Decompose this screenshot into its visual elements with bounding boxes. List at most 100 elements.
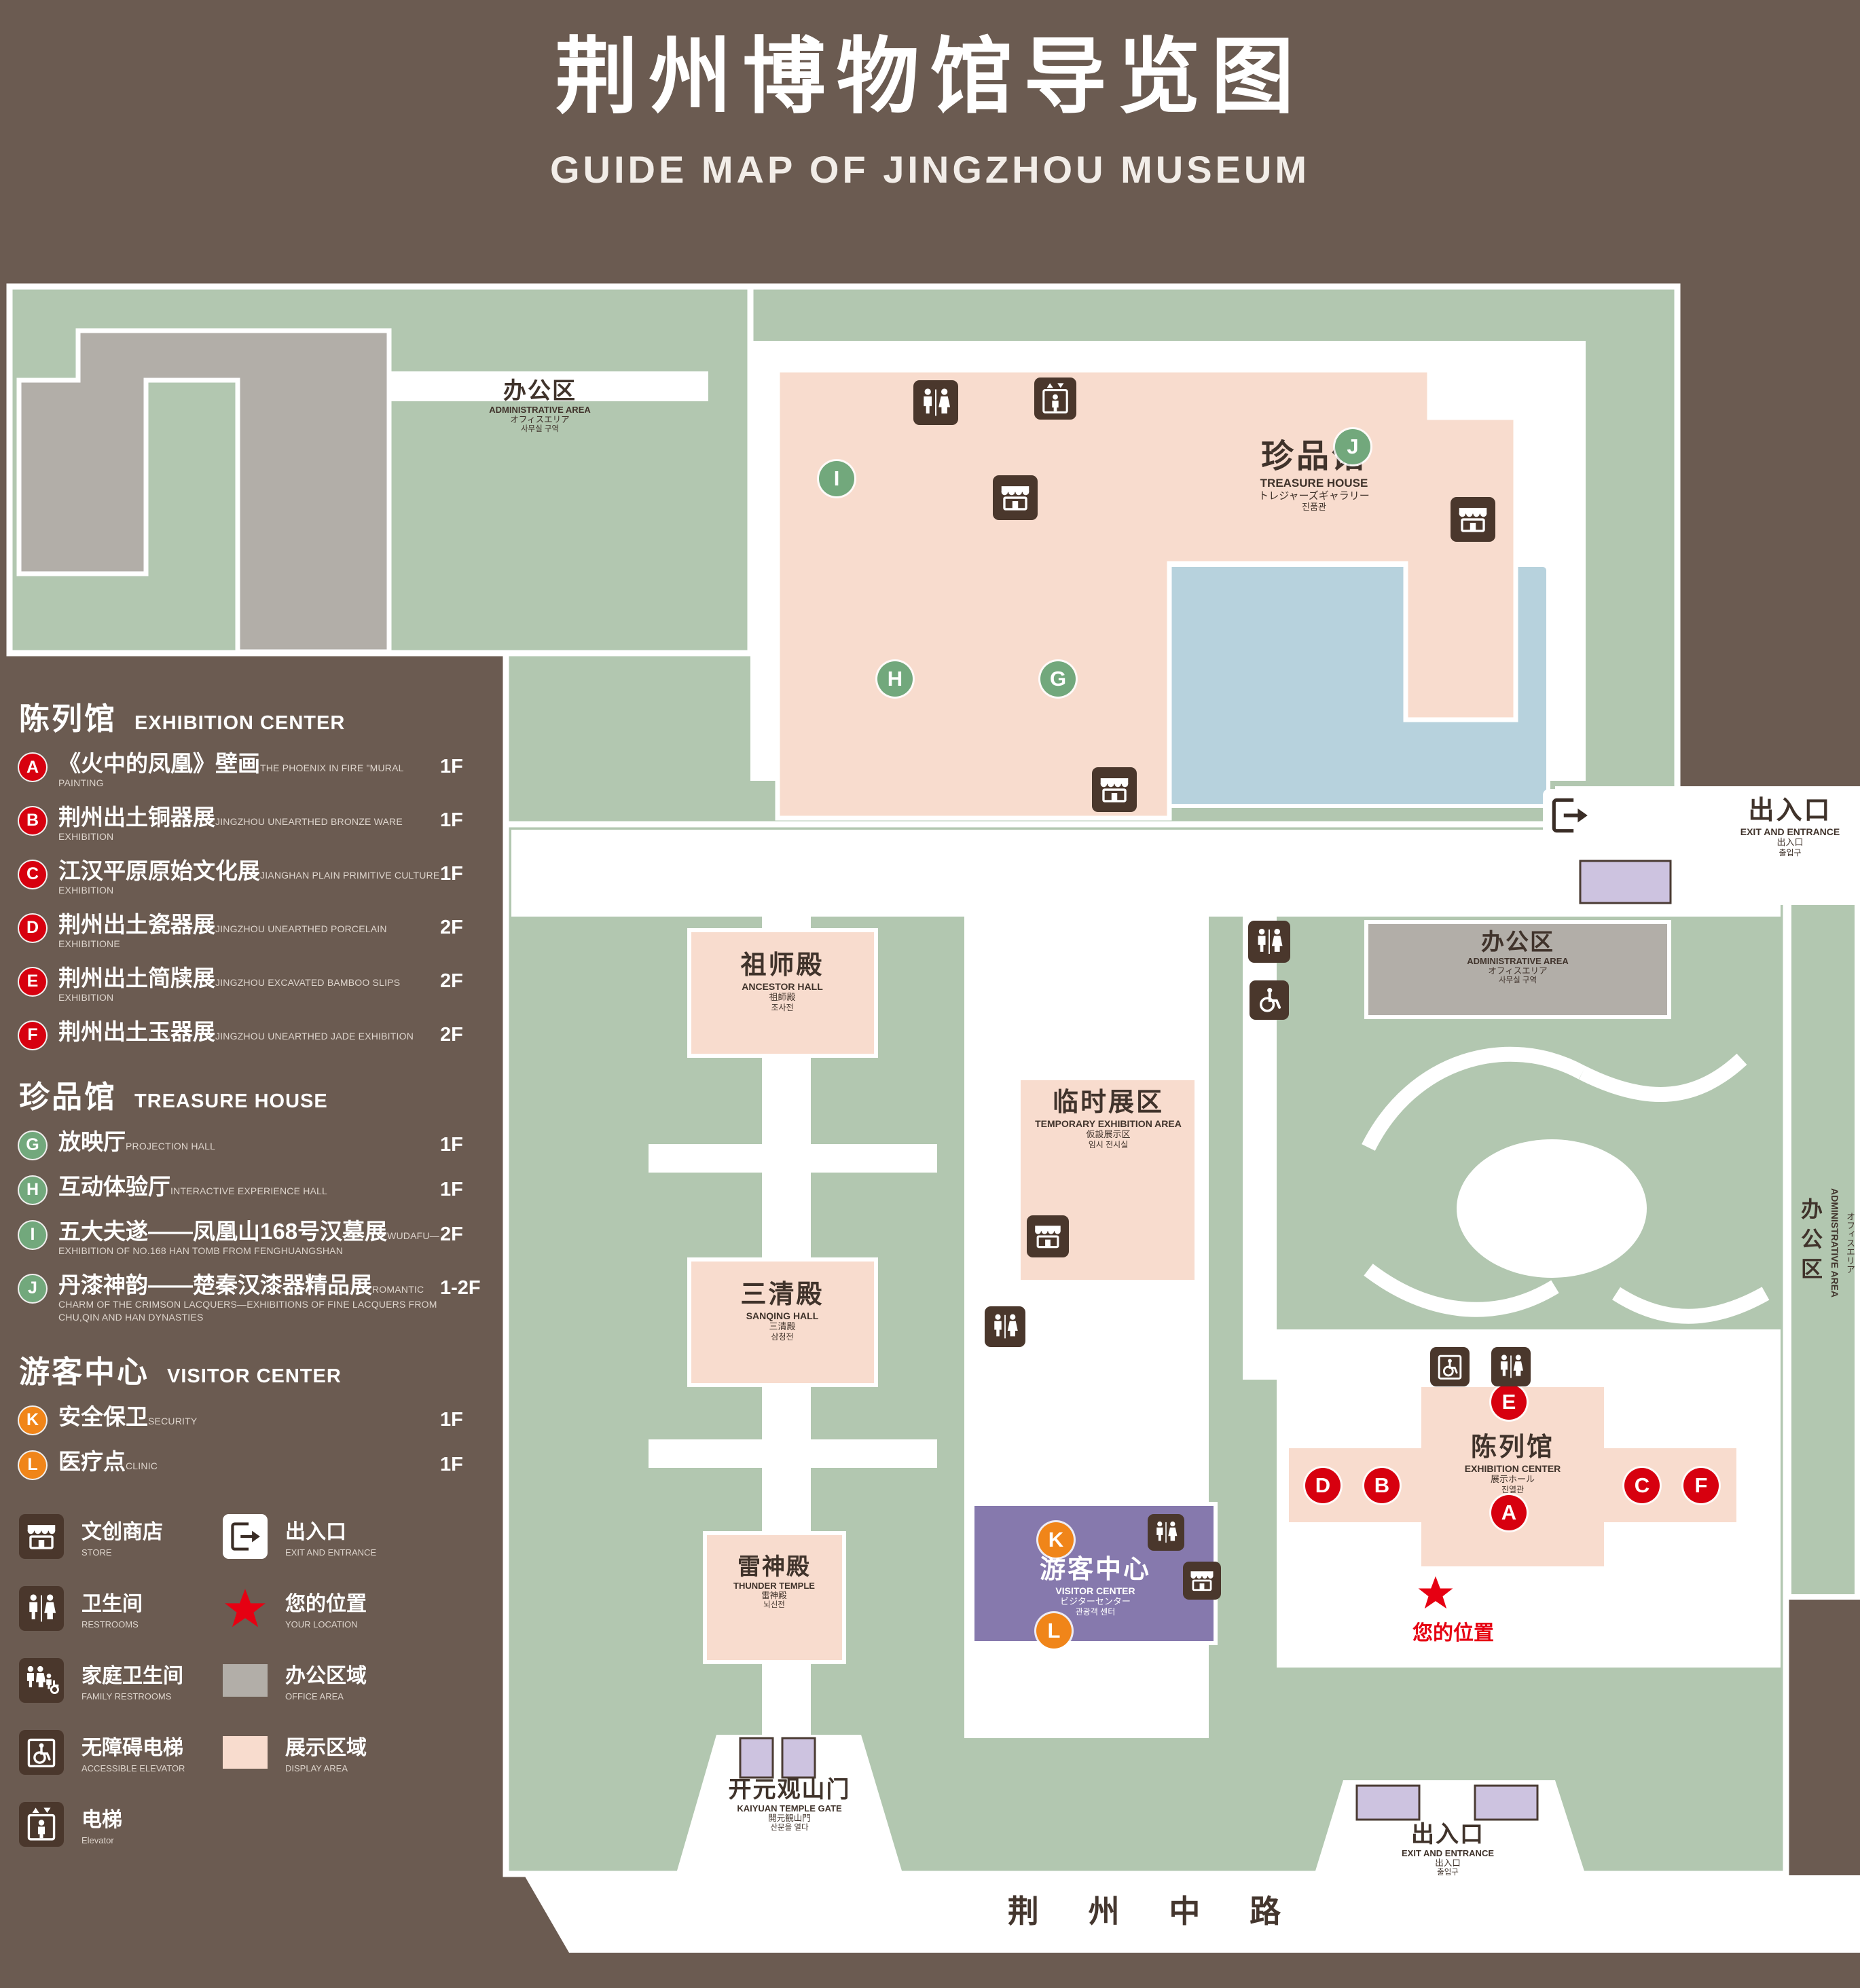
exit-bottom-structure-left	[1355, 1784, 1421, 1821]
legend-marker-C: C	[19, 860, 46, 888]
marker-G: G	[1040, 661, 1076, 697]
marker-I: I	[819, 461, 854, 496]
accessible-elevator-icon	[1430, 1347, 1470, 1386]
legend-item-K: K 安全保卫SECURITY 1F	[19, 1404, 498, 1434]
legend-item-L: L 医疗点CLINIC 1F	[19, 1449, 498, 1479]
garden-path-3	[1364, 1264, 1559, 1317]
store-icon	[1027, 1215, 1069, 1257]
building-admin-topleft	[16, 328, 392, 655]
legend-marker-J: J	[19, 1274, 46, 1302]
accessible-restroom-icon	[1250, 980, 1289, 1020]
lawn-admin-zone	[6, 283, 754, 657]
elevator-icon	[19, 1801, 64, 1847]
legend-item-J: J 丹漆神韵——楚秦汉漆器精品展ROMANTIC CHARM OF THE CR…	[19, 1272, 498, 1324]
path-walkway-top	[511, 830, 1781, 917]
garden-path-2	[1579, 1053, 1747, 1102]
family-restroom-icon	[19, 1657, 64, 1703]
display-area-swatch	[223, 1735, 268, 1769]
exit-icon	[1543, 789, 1596, 842]
marker-J: J	[1335, 429, 1370, 464]
label-road: 荆 州 中 路	[1007, 1894, 1302, 1929]
label-your-location: 您的位置	[1412, 1622, 1494, 1644]
legend-item-A: A 《火中的凤凰》壁画THE PHOENIX IN FIRE "MURAL PA…	[19, 751, 498, 790]
store-icon	[1183, 1562, 1221, 1600]
marker-D: D	[1305, 1468, 1341, 1503]
legend-item-H: H 互动体验厅INTERACTIVE EXPERIENCE HALL 1F	[19, 1174, 498, 1204]
restroom-icon	[1148, 1514, 1184, 1551]
marker-C: C	[1624, 1468, 1660, 1503]
legend-marker-B: B	[19, 807, 46, 834]
restroom-icon	[985, 1306, 1025, 1347]
title-en: GUIDE MAP OF JINGZHOU MUSEUM	[549, 148, 1310, 191]
elevator-icon	[1034, 378, 1076, 420]
office-area-swatch	[223, 1663, 268, 1697]
restroom-icon	[1248, 921, 1290, 963]
marker-L: L	[1036, 1613, 1072, 1649]
page-title: 荆州博物馆导览图 GUIDE MAP OF JINGZHOU MUSEUM	[0, 10, 1860, 191]
path-temple-2	[649, 1439, 937, 1468]
legend-marker-L: L	[19, 1451, 46, 1479]
your-location-star-icon	[1417, 1574, 1455, 1612]
legend-item-I: I 五大夫遂——凤凰山168号汉墓展WUDAFU—EXHIBITION OF N…	[19, 1219, 498, 1257]
store-icon	[19, 1513, 64, 1559]
title-zh: 荆州博物馆导览图	[555, 31, 1305, 123]
exit-bottom-structure-right	[1474, 1784, 1539, 1821]
water-pond	[1105, 563, 1550, 808]
garden-pond	[1457, 1139, 1647, 1278]
garden-path-4	[1612, 1287, 1770, 1324]
your-location-star-icon	[223, 1586, 268, 1631]
plaza-exhibition	[1277, 1380, 1781, 1668]
legend-marker-G: G	[19, 1131, 46, 1159]
marker-H: H	[877, 661, 913, 697]
building-treasure-house	[775, 367, 1518, 821]
lawn-treasure-zone	[503, 283, 1681, 828]
treasure-plaza	[750, 341, 1586, 781]
legend-marker-F: F	[19, 1021, 46, 1049]
legend-marker-K: K	[19, 1406, 46, 1434]
marker-B: B	[1364, 1468, 1400, 1503]
legend-marker-E: E	[19, 968, 46, 995]
legend-marker-A: A	[19, 754, 46, 781]
exit-icon	[223, 1513, 268, 1559]
legend-item-D: D 荆州出土瓷器展JINGZHOU UNEARTHED PORCELAIN EX…	[19, 912, 498, 951]
restroom-icon	[1491, 1347, 1531, 1386]
exit-right-structure	[1579, 860, 1672, 904]
legend-marker-I: I	[19, 1221, 46, 1249]
marker-F: F	[1683, 1468, 1719, 1503]
legend-marker-H: H	[19, 1176, 46, 1204]
garden-path-1	[1362, 1046, 1586, 1151]
gate-structure-right	[781, 1737, 816, 1779]
marker-E: E	[1491, 1384, 1527, 1420]
marker-A: A	[1491, 1495, 1527, 1530]
legend-marker-D: D	[19, 914, 46, 942]
marker-K: K	[1038, 1522, 1074, 1558]
legend-item-G: G 放映厅PROJECTION HALL 1F	[19, 1129, 498, 1159]
gate-structure-left	[739, 1737, 774, 1779]
restroom-icon	[19, 1585, 64, 1631]
store-icon	[993, 475, 1038, 520]
